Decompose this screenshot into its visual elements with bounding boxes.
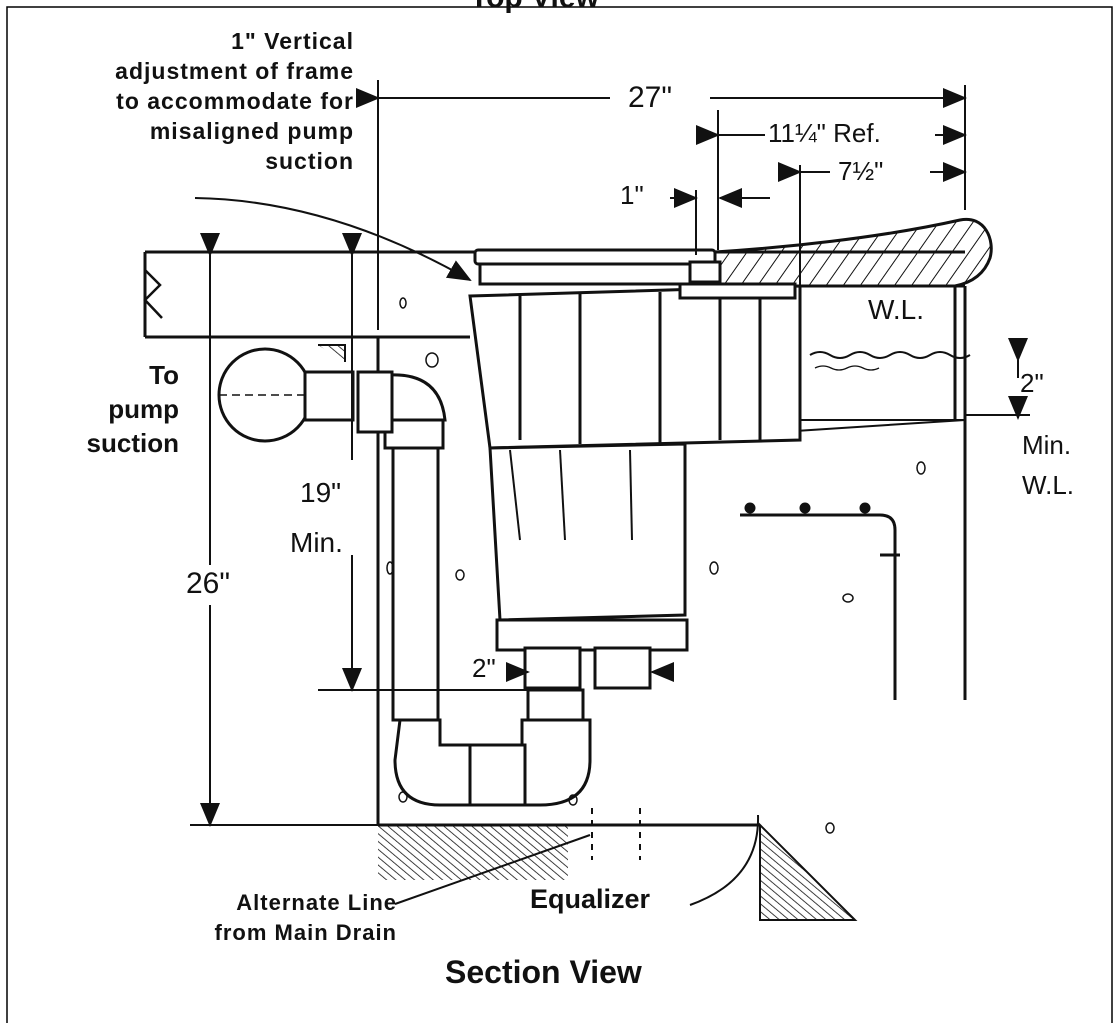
- pump-line: To: [149, 360, 179, 390]
- min-wl-line: Min.: [1022, 430, 1072, 460]
- note-line: suction: [265, 148, 354, 174]
- page-frame: [6, 6, 1113, 1028]
- skimmer-lid: [473, 248, 722, 286]
- dim-frame-gap: 1": [620, 180, 644, 210]
- dim-lip-width: 7½": [838, 156, 884, 186]
- dim-total-height: 26": [186, 567, 231, 600]
- equalizer-label: Equalizer: [530, 884, 651, 914]
- dim-min-height-label: Min.: [290, 527, 343, 558]
- note-line: 1" Vertical: [231, 28, 354, 54]
- skimmer-body: [468, 282, 802, 450]
- coping: [698, 217, 993, 288]
- note-line: misaligned pump: [149, 118, 354, 144]
- alternate-line-label: Alternate Line from Main Drain: [215, 888, 397, 948]
- dim-overall-width: 27": [628, 81, 673, 114]
- alternate-line-line: from Main Drain: [214, 920, 397, 945]
- blank-patch: [600, 700, 965, 800]
- water-wave: [809, 351, 971, 359]
- handrail: [740, 502, 900, 720]
- water-level-label: W.L.: [868, 294, 925, 325]
- pool-wall: [779, 284, 967, 700]
- dim-min-height-value: 19": [300, 477, 342, 508]
- to-pump-suction-label: To pump suction: [87, 358, 179, 460]
- note-line: to accommodate for: [116, 88, 354, 114]
- pump-pipe: [217, 347, 355, 443]
- dim-reference-width: 11¼" Ref.: [768, 118, 881, 148]
- note-line: adjustment of frame: [115, 58, 354, 84]
- vertical-adjustment-note: 1" Vertical adjustment of frame to accom…: [115, 26, 354, 176]
- min-water-level-label: Min. W.L.: [1022, 425, 1074, 505]
- section-view-title: Section View: [445, 954, 642, 990]
- min-wl-line: W.L.: [1022, 470, 1075, 500]
- dimension-lines: [190, 80, 1030, 906]
- pump-line: pump: [108, 394, 179, 424]
- equalizer-lines: [591, 808, 641, 860]
- skimmer-basket: [488, 442, 689, 690]
- dim-port-diameter: 2": [472, 653, 496, 683]
- pump-line: suction: [86, 428, 179, 458]
- alternate-line-line: Alternate Line: [236, 890, 397, 915]
- top-view-title: Top View: [470, 0, 599, 14]
- dim-water-gap: 2": [1020, 368, 1044, 398]
- suction-pipe: [356, 370, 592, 807]
